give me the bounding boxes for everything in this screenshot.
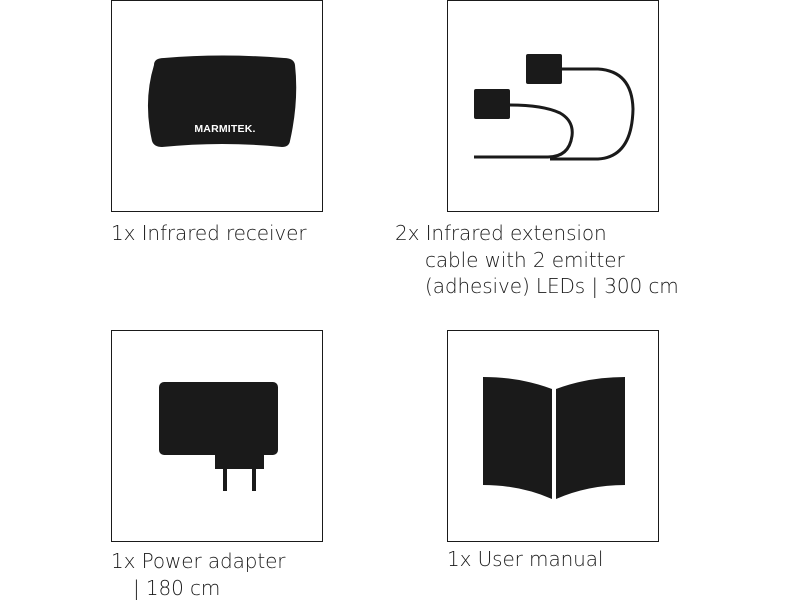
emitter-led-head [474,89,510,119]
power-adapter-icon [112,331,324,543]
caption-line: 1x Power adapter [111,548,285,575]
caption-infrared-extension-cable: 2x Infrared extension cable with 2 emitt… [395,220,679,300]
infrared-extension-cable-icon [448,1,660,213]
caption-line: 2x Infrared extension [395,220,679,247]
caption-line: 1x User manual [447,546,603,573]
caption-line: 1x Infrared receiver [111,220,306,247]
caption-line: | 180 cm [111,575,285,601]
emitter-led-head [526,54,562,84]
adapter-image-frame [111,330,323,542]
brand-logo: MARMITEK. [194,123,255,135]
manual-image-frame [447,330,659,542]
caption-line: (adhesive) LEDs | 300 cm [395,273,679,300]
receiver-image-frame: MARMITEK. [111,0,323,212]
caption-infrared-receiver: 1x Infrared receiver [111,220,306,247]
cable-image-frame [447,0,659,212]
caption-line: cable with 2 emitter [395,247,679,274]
infrared-receiver-icon: MARMITEK. [112,1,324,213]
user-manual-icon [448,331,660,543]
caption-power-adapter: 1x Power adapter | 180 cm [111,548,285,601]
caption-user-manual: 1x User manual [447,546,603,573]
